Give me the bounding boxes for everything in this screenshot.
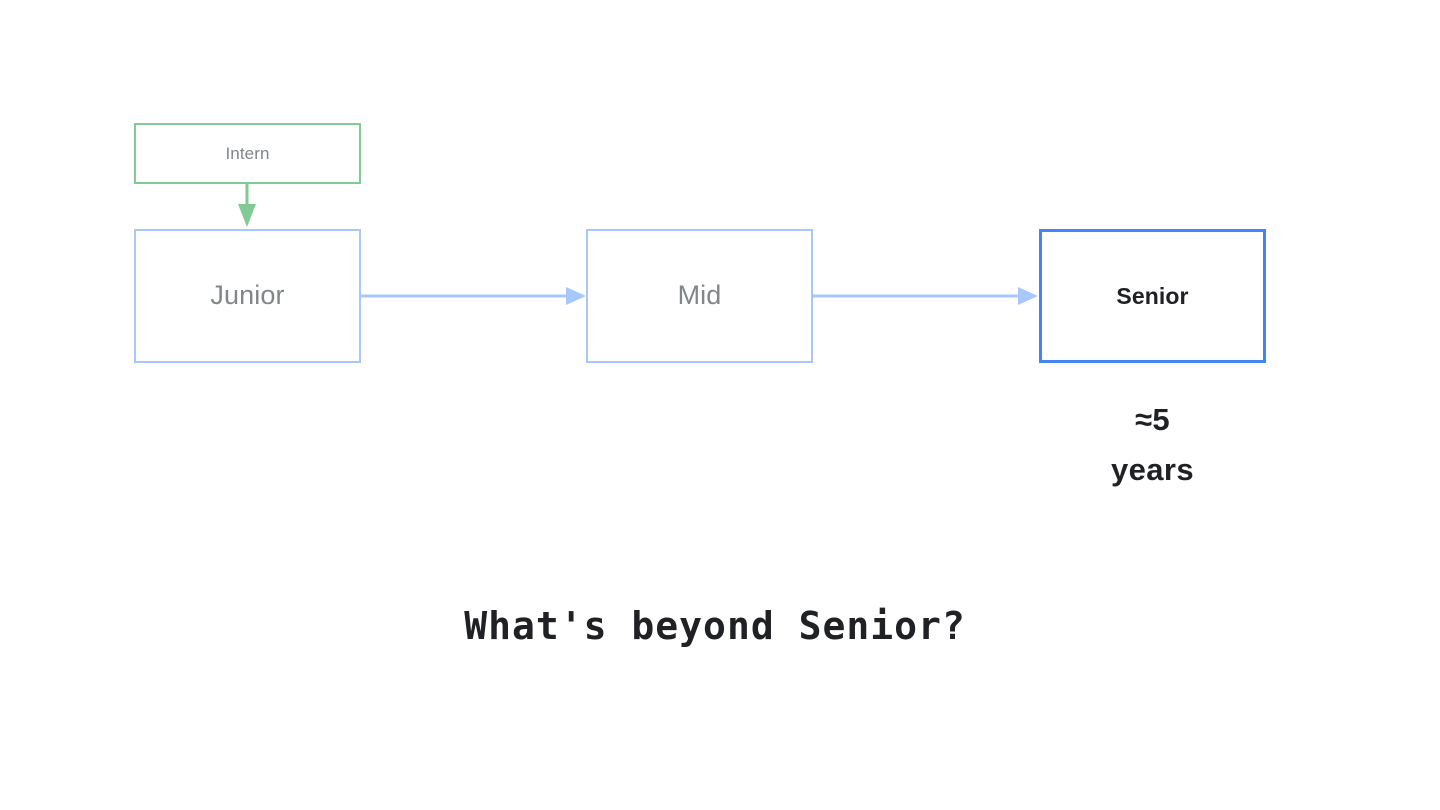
node-junior[interactable]: Junior [134,229,361,363]
edge-mid-to-senior [813,287,1038,305]
node-junior-label: Junior [210,280,285,311]
node-mid-label: Mid [677,280,722,311]
senior-duration-line-2: years [1110,452,1195,488]
node-intern-label: Intern [225,143,270,163]
edge-intern-to-junior [238,184,256,227]
senior-duration-line-1: ≈5 [1134,402,1171,437]
diagram-caption: What's beyond Senior? [464,604,966,648]
node-intern[interactable]: Intern [134,123,361,184]
node-mid[interactable]: Mid [586,229,813,363]
node-senior[interactable]: Senior [1039,229,1266,363]
edge-junior-to-mid [361,287,586,305]
senior-duration-annotation: ≈5 years [1075,395,1230,495]
node-senior-label: Senior [1116,282,1189,309]
